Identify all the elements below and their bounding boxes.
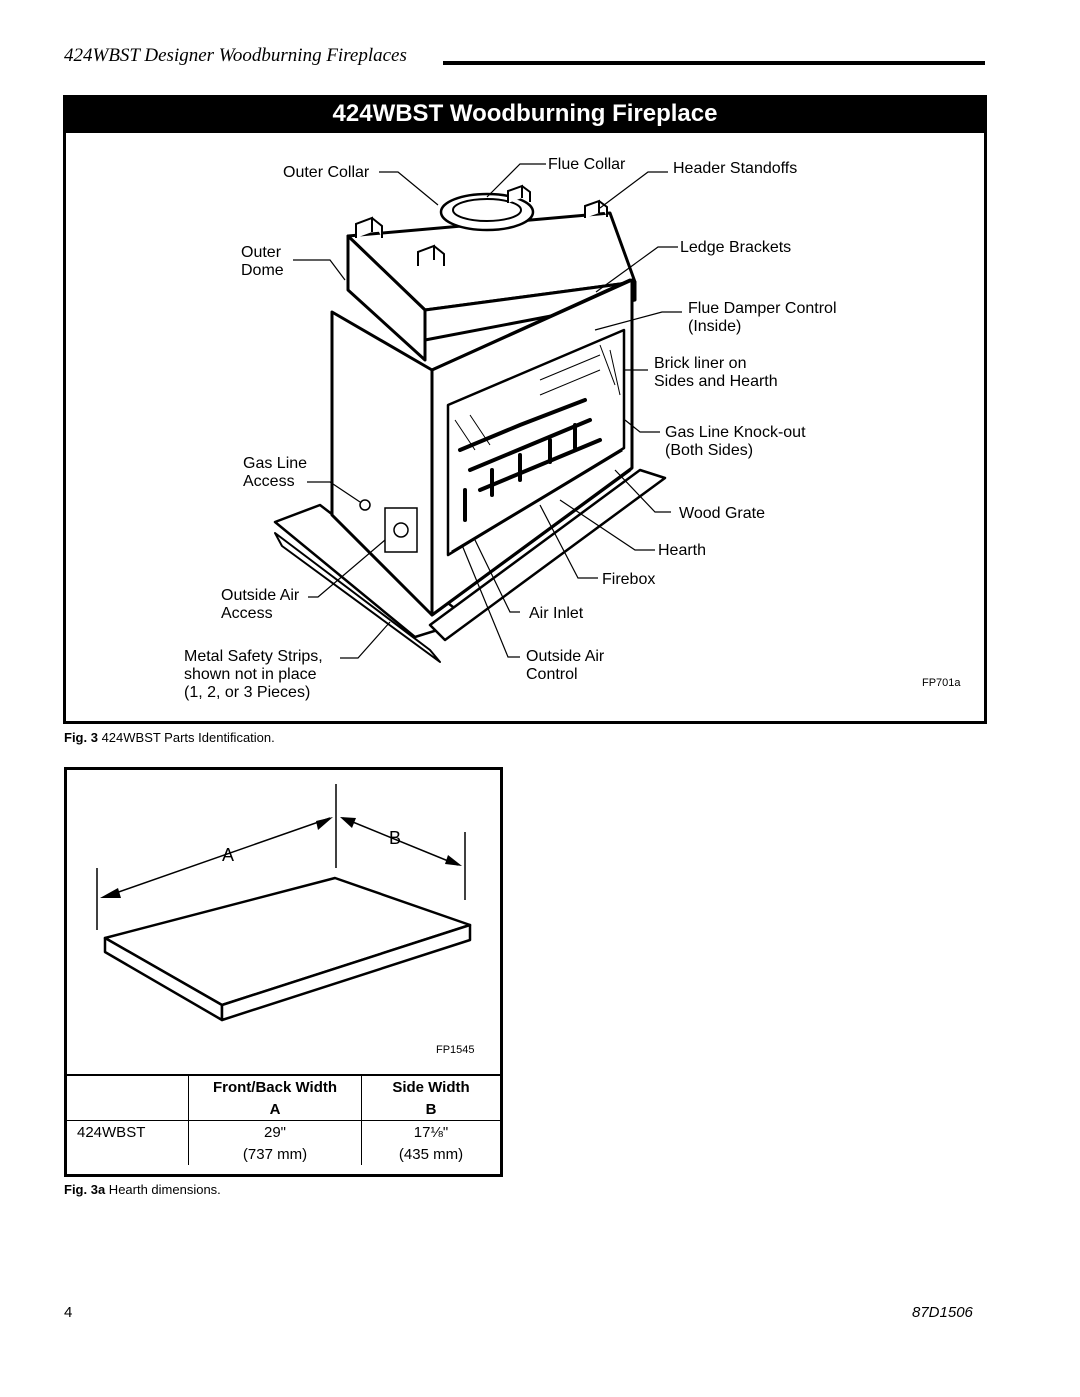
label-firebox: Firebox [602,571,656,588]
figure-3-caption-text: 424WBST Parts Identification. [97,730,275,745]
header-rule [443,61,985,65]
label-metal-safety-strips: Metal Safety Strips, shown not in place … [184,648,323,701]
label-outer-dome: Outer Dome [241,244,284,279]
dimension-label-a: A [222,845,235,865]
table-subheader-cell [67,1098,189,1121]
table-cell-b: (435 mm) [398,1145,464,1163]
label-gas-line-access: Gas Line Access [243,455,308,490]
table-header-cell: Front/Back Width [188,1075,362,1098]
figure-3-banner: 424WBST Woodburning Fireplace [63,95,987,133]
figure-3-caption: Fig. 3 424WBST Parts Identification. [64,730,275,745]
dimension-label-b: B [389,828,402,848]
label-outer-collar: Outer Collar [283,164,370,181]
table-cell-a: (737 mm) [188,1143,362,1165]
label-wood-grate: Wood Grate [679,505,765,522]
table-subheader-row: A B [67,1098,500,1121]
table-header-row: Front/Back Width Side Width [67,1075,500,1098]
figure-3a-caption: Fig. 3a Hearth dimensions. [64,1182,221,1197]
hearth-dimensions-table: Front/Back Width Side Width A B 424WBST … [67,1074,500,1165]
label-gas-line-knockout: Gas Line Knock-out (Both Sides) [665,424,806,459]
table-header-cell [67,1075,189,1098]
document-id: 87D1506 [912,1304,973,1321]
label-brick-liner: Brick liner on Sides and Hearth [654,355,778,390]
figure-3-caption-number: Fig. 3 [64,730,98,745]
running-header-title: 424WBST Designer Woodburning Fireplaces [64,45,407,66]
label-hearth: Hearth [658,542,707,559]
table-row: (737 mm) (435 mm) [67,1143,500,1165]
label-air-inlet: Air Inlet [529,605,584,622]
label-header-standoffs: Header Standoffs [673,160,798,177]
label-flue-damper-control: Flue Damper Control (Inside) [688,300,837,335]
label-outside-air-access: Outside Air Access [221,587,300,622]
table-cell-model [67,1143,189,1165]
figure-3-id: FP701a [922,677,961,689]
table-header-cell: Side Width [392,1078,470,1096]
figure-3a-frame [64,767,503,1177]
label-outside-air-control: Outside Air Control [526,648,605,683]
table-cell-b: 17⅛" [413,1123,449,1141]
label-flue-collar: Flue Collar [548,156,626,173]
page-number: 4 [64,1304,73,1321]
label-ledge-brackets: Ledge Brackets [680,239,792,256]
table-cell-a: 29" [188,1120,362,1143]
table-subheader-cell: B [425,1100,437,1118]
table-row: 424WBST 29" 17⅛" [67,1120,500,1143]
table-subheader-cell: A [188,1098,362,1121]
table-cell-model: 424WBST [67,1120,189,1143]
figure-3a-caption-text: Hearth dimensions. [105,1182,221,1197]
figure-3a-caption-number: Fig. 3a [64,1182,106,1197]
figure-3a-id: FP1545 [436,1044,475,1056]
